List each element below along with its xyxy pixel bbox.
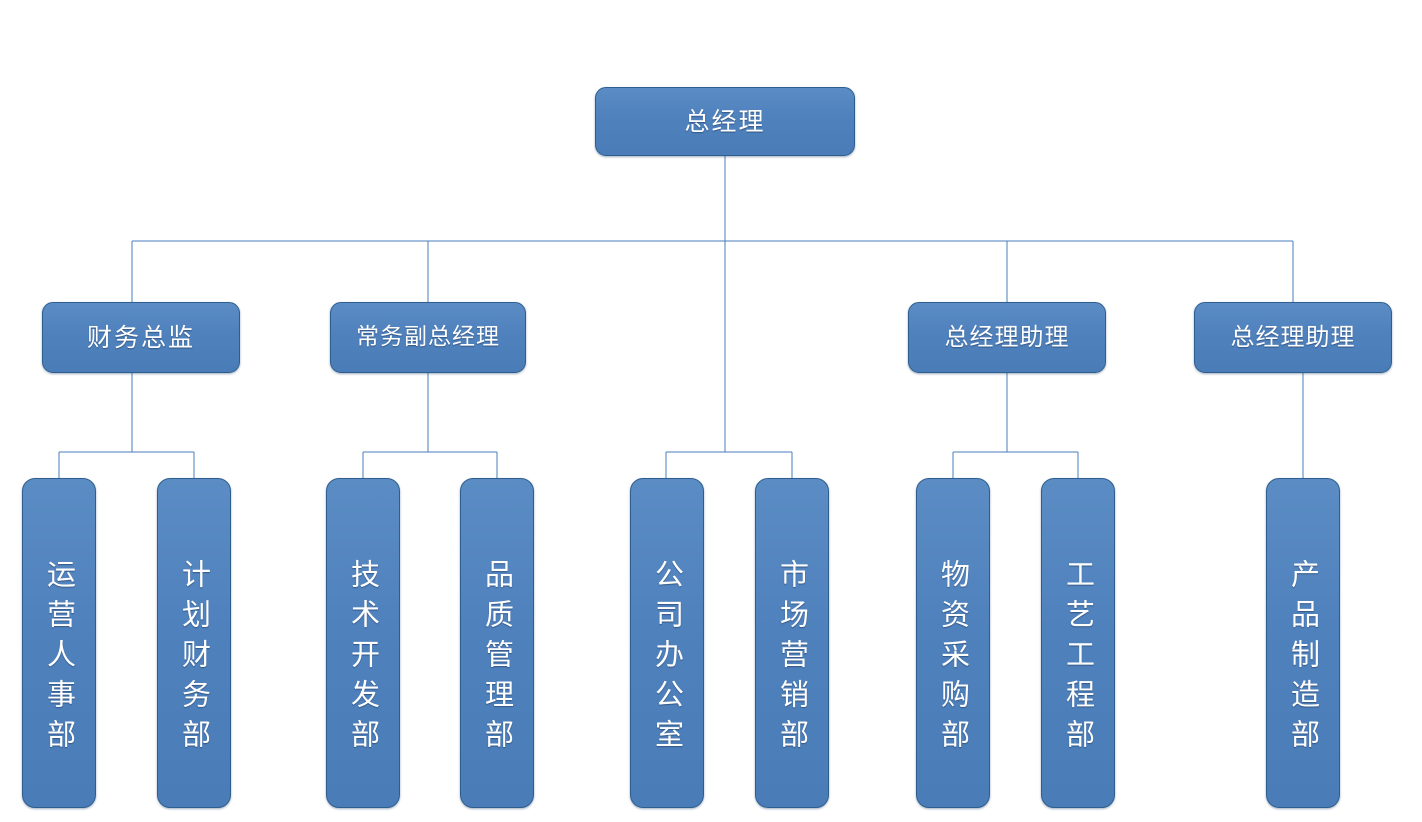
node-process-engineering-department[interactable]: 工艺工程部 [1041, 478, 1115, 808]
node-label: 工艺工程部 [1061, 559, 1096, 759]
node-materials-procurement-department[interactable]: 物资采购部 [916, 478, 990, 808]
node-label: 品质管理部 [480, 559, 515, 759]
node-company-office[interactable]: 公司办公室 [630, 478, 704, 808]
node-label: 常务副总经理 [356, 323, 500, 350]
node-label: 公司办公室 [650, 559, 685, 759]
node-planning-finance-department[interactable]: 计划财务部 [157, 478, 231, 808]
node-operations-hr-department[interactable]: 运营人事部 [22, 478, 96, 808]
node-label: 总经理 [684, 106, 766, 136]
node-label: 计划财务部 [177, 559, 212, 759]
node-label: 运营人事部 [42, 559, 77, 759]
node-gm-assistant-1[interactable]: 总经理助理 [908, 302, 1106, 373]
node-general-manager[interactable]: 总经理 [595, 87, 855, 156]
node-label: 技术开发部 [346, 559, 381, 759]
node-label: 物资采购部 [936, 559, 971, 759]
node-product-manufacturing-department[interactable]: 产品制造部 [1266, 478, 1340, 808]
node-gm-assistant-2[interactable]: 总经理助理 [1194, 302, 1392, 373]
node-label: 产品制造部 [1286, 559, 1321, 759]
node-technology-development-department[interactable]: 技术开发部 [326, 478, 400, 808]
node-label: 市场营销部 [775, 559, 810, 759]
node-label: 总经理助理 [1230, 323, 1356, 352]
node-quality-management-department[interactable]: 品质管理部 [460, 478, 534, 808]
node-label: 总经理助理 [944, 323, 1070, 352]
node-cfo[interactable]: 财务总监 [42, 302, 240, 373]
node-executive-deputy-gm[interactable]: 常务副总经理 [330, 302, 526, 373]
node-marketing-department[interactable]: 市场营销部 [755, 478, 829, 808]
node-label: 财务总监 [86, 322, 195, 352]
